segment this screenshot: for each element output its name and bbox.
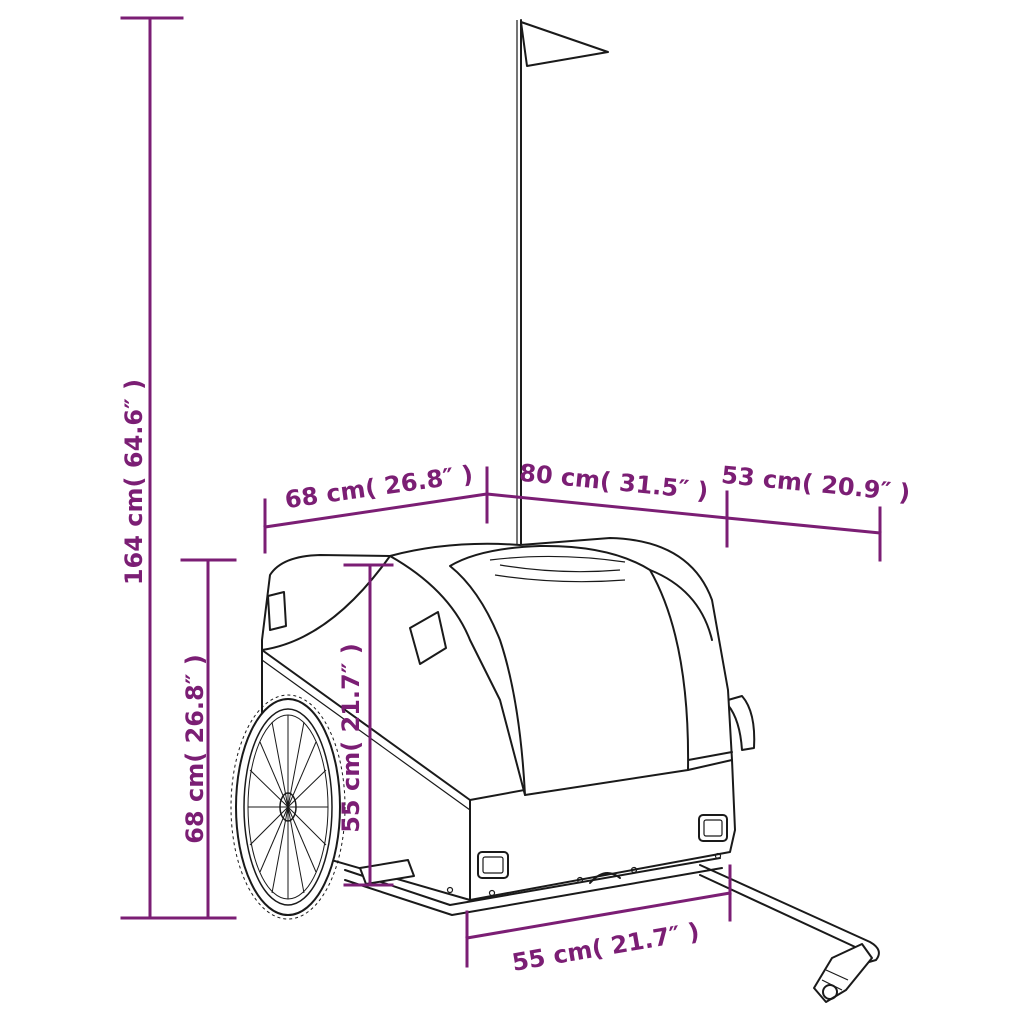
reflector-left <box>477 851 509 879</box>
total-height-label: 164 cm( 64.6″ ) <box>120 379 148 585</box>
inner-height-label: 55 cm( 21.7″ ) <box>337 643 365 833</box>
top-length-label: 80 cm( 31.5″ ) <box>518 459 709 506</box>
dimension-lines <box>120 16 882 968</box>
flag-icon <box>516 19 609 546</box>
axle-bracket <box>359 859 415 885</box>
top-width-label: 68 cm( 26.8″ ) <box>283 460 475 514</box>
bike-trailer-drawing <box>230 19 880 1003</box>
front-mesh-window <box>449 544 690 796</box>
tow-arm <box>699 864 880 1003</box>
drawbar-length-label: 53 cm( 20.9″ ) <box>720 461 911 507</box>
side-handle-rear <box>267 591 287 631</box>
wheel-icon <box>230 694 346 920</box>
side-handle-front <box>409 611 447 665</box>
far-side-fender <box>727 695 756 751</box>
body-height-label: 68 cm( 26.8″ ) <box>181 654 209 844</box>
reflector-right <box>698 814 728 842</box>
